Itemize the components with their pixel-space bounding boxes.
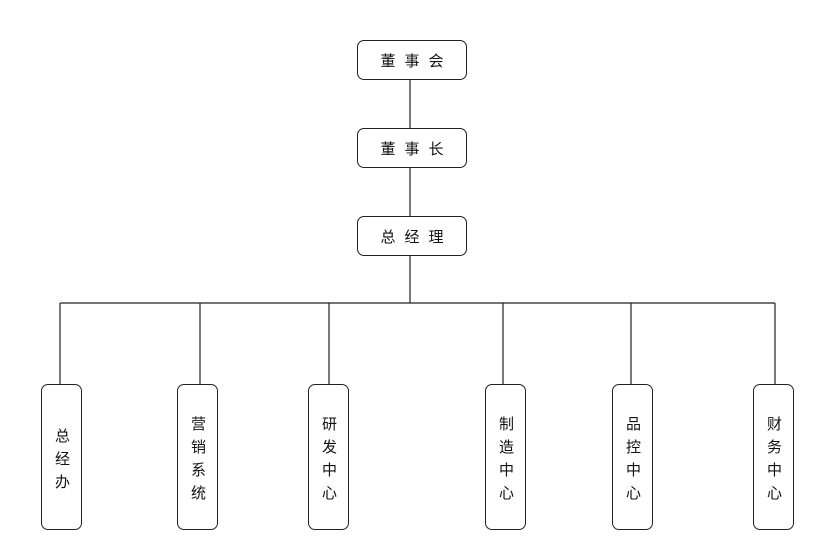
department-label: 营销系统 [189, 416, 207, 508]
general-manager-label: 总经理 [380, 227, 453, 246]
department-node-general-office: 总经办 [41, 384, 82, 530]
department-label: 财务中心 [765, 416, 783, 508]
department-label: 总经办 [53, 427, 71, 497]
chairman-node: 董事长 [357, 128, 467, 168]
department-node-manufacturing: 制造中心 [485, 384, 526, 530]
general-manager-node: 总经理 [357, 216, 467, 256]
department-node-quality-control: 品控中心 [612, 384, 653, 530]
department-node-finance: 财务中心 [753, 384, 794, 530]
board-label: 董事会 [380, 51, 453, 70]
department-label: 研发中心 [320, 416, 338, 508]
department-label: 制造中心 [497, 416, 515, 508]
department-label: 品控中心 [624, 416, 642, 508]
chairman-label: 董事长 [380, 139, 453, 158]
board-node: 董事会 [357, 40, 467, 80]
department-node-marketing: 营销系统 [177, 384, 218, 530]
department-node-rnd: 研发中心 [308, 384, 349, 530]
